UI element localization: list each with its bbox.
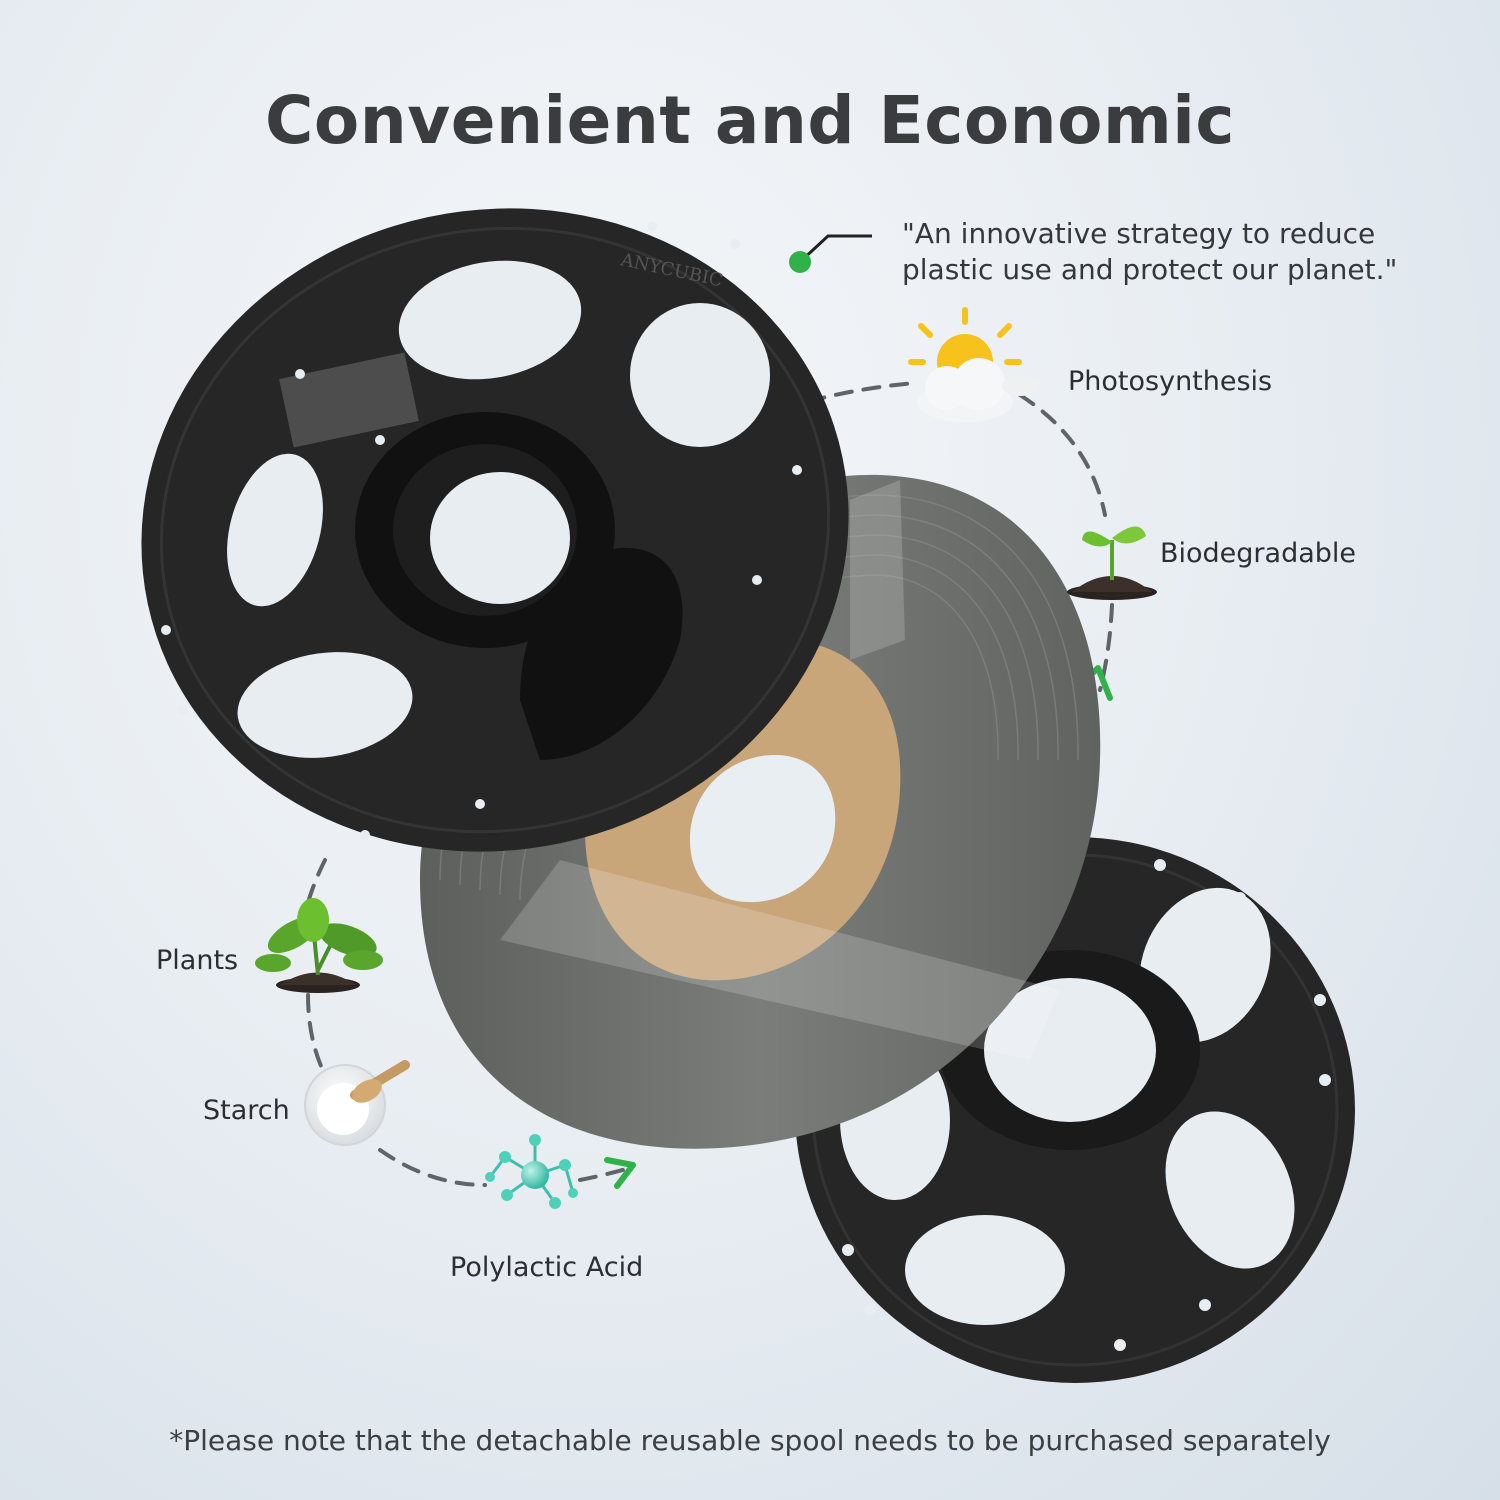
label-polylactic-acid: Polylactic Acid bbox=[450, 1252, 644, 1283]
eco-quote: "An innovative strategy to reduce plasti… bbox=[902, 217, 1398, 286]
starch-bowl-icon bbox=[304, 1060, 410, 1146]
quote-pointer bbox=[789, 234, 872, 273]
plant-icon bbox=[255, 898, 383, 993]
molecule-icon bbox=[485, 1134, 578, 1209]
sun-cloud-icon bbox=[908, 307, 1038, 422]
sprout-icon bbox=[1067, 526, 1157, 600]
label-starch: Starch bbox=[203, 1095, 290, 1126]
label-photosynthesis: Photosynthesis bbox=[1068, 366, 1273, 397]
page-title: Convenient and Economic bbox=[264, 82, 1236, 159]
footnote: *Please note that the detachable reusabl… bbox=[169, 1424, 1331, 1457]
label-plants: Plants bbox=[156, 945, 239, 976]
label-biodegradable: Biodegradable bbox=[1160, 538, 1357, 569]
front-spool-flange: ANYCUBIC bbox=[141, 208, 849, 852]
